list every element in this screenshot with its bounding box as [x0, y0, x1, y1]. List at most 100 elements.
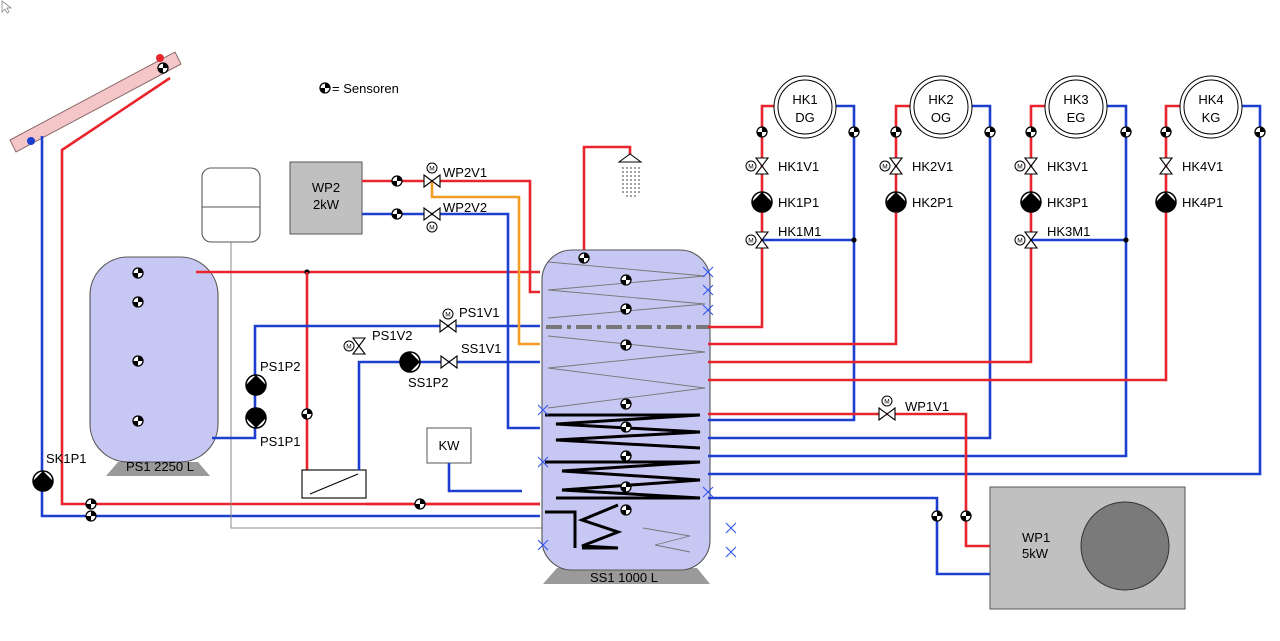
wp1-valve-icon: [878, 407, 896, 421]
hk2-pump-icon: [885, 191, 907, 213]
ss1-sensor-4-icon: [620, 398, 632, 410]
ss1-top-sensor-icon: [578, 252, 590, 264]
sensor-legend-text: = Sensoren: [332, 81, 399, 96]
wp2-supply-sensor-icon: [391, 175, 403, 187]
hk3-name: HK3: [1063, 92, 1088, 107]
ss1-sensor-1-icon: [620, 274, 632, 286]
hk4-pump-icon: [1155, 191, 1177, 213]
hk1-valve-motor-icon: [745, 160, 757, 172]
hk1-pump-label: HK1P1: [778, 195, 819, 210]
mouse-cursor-icon: [1, 0, 13, 14]
hk2-valve-icon: [889, 157, 903, 175]
ps1-sensor-2-icon: [132, 296, 144, 308]
wp2-valve-1-motor-icon: [426, 162, 438, 174]
ss1-sensor-8-icon: [620, 504, 632, 516]
hk3-gauge: [1044, 75, 1108, 139]
ss1-valve-label: SS1V1: [461, 341, 501, 356]
shower-icon: [617, 153, 643, 197]
hk3-valve-icon: [1024, 157, 1038, 175]
ss1-valve-icon: [440, 355, 458, 369]
ps1-valve-2-motor-icon: [343, 340, 355, 352]
hk1-floor: DG: [795, 110, 815, 125]
hk4-valve-icon: [1159, 157, 1173, 175]
hk4-name: HK4: [1198, 92, 1223, 107]
hk3-mixer-motor-icon: [1014, 234, 1026, 246]
ps1-pump-2-label: PS1P2: [260, 359, 300, 374]
hk1-supply-sensor-icon: [756, 126, 768, 138]
ss1-sensor-7-icon: [620, 481, 632, 493]
wp1-valve-motor-icon: [881, 395, 893, 407]
ps1-valve-1-motor-icon: [442, 308, 454, 320]
ss1-sensor-2-icon: [620, 303, 632, 315]
wp2-valve-2-label: WP2V2: [443, 200, 487, 215]
hk2-name: HK2: [928, 92, 953, 107]
ps1-sensor-1-icon: [132, 267, 144, 279]
collector-supply-sensor-icon: [85, 498, 97, 510]
hk1-name: HK1: [792, 92, 817, 107]
wp2-valve-2-motor-icon: [426, 221, 438, 233]
hk2-valve-motor-icon: [879, 160, 891, 172]
wp1-name: WP1: [1022, 530, 1050, 545]
ps1-branch-sensor-icon: [301, 408, 313, 420]
ps1-sensor-3-icon: [132, 355, 144, 367]
hk4-return-sensor-icon: [1254, 126, 1266, 138]
wp2-valve-1-label: WP2V1: [443, 165, 487, 180]
hk1-gauge: [773, 75, 837, 139]
ps1-valve-1-label: PS1V1: [459, 305, 499, 320]
wp2-power: 2kW: [313, 197, 340, 212]
ss1-sensor-5-icon: [620, 421, 632, 433]
hk2-gauge: [909, 75, 973, 139]
hk4-supply-sensor-icon: [1160, 126, 1172, 138]
hk1-valve-label: HK1V1: [778, 159, 819, 174]
hk3-valve-label: HK3V1: [1047, 159, 1088, 174]
wp1-valve-label: WP1V1: [905, 399, 949, 414]
hk3-valve-motor-icon: [1014, 160, 1026, 172]
ps1-tank: [89, 256, 219, 476]
wp1-power: 5kW: [1022, 546, 1049, 561]
ss1-pump-label: SS1P2: [408, 375, 448, 390]
cold-water-label: KW: [439, 438, 461, 453]
ps1-pump-1-icon: [245, 407, 267, 429]
ps1-valve-2-icon: [352, 337, 366, 355]
wp2-unit: [289, 161, 363, 235]
collector-pump-label: SK1P1: [46, 451, 86, 466]
hk1-mixer-label: HK1M1: [778, 224, 821, 239]
hk1-valve-icon: [755, 157, 769, 175]
exchanger-sensor-icon: [414, 498, 426, 510]
wp1-unit: [989, 486, 1186, 610]
hk3-mixer-label: HK3M1: [1047, 224, 1090, 239]
ss1-label: SS1 1000 L: [590, 570, 658, 585]
hk3-supply-sensor-icon: [1025, 126, 1037, 138]
wp1-return-sensor-icon: [931, 510, 943, 522]
hk2-supply-sensor-icon: [890, 126, 902, 138]
expansion-vessel: [201, 167, 543, 529]
hk4-floor: KG: [1202, 110, 1221, 125]
ss1-sensor-3-icon: [620, 339, 632, 351]
ss1-sensor-6-icon: [620, 450, 632, 462]
hk3-floor: EG: [1067, 110, 1086, 125]
hk2-return-sensor-icon: [984, 126, 996, 138]
hk3-return-sensor-icon: [1120, 126, 1132, 138]
heat-exchanger: [301, 469, 367, 499]
wp2-valve-2-icon: [423, 207, 441, 221]
collector-return-sensor-icon: [85, 510, 97, 522]
hk2-valve-label: HK2V1: [912, 159, 953, 174]
ps1-sensor-4-icon: [132, 415, 144, 427]
solar-collector: [9, 51, 182, 153]
ps1-pump-2-icon: [245, 374, 267, 396]
wp2-return-sensor-icon: [391, 208, 403, 220]
collector-sensor-icon: [157, 62, 169, 74]
hk1-mixer-motor-icon: [745, 234, 757, 246]
ps1-pump-1-label: PS1P1: [260, 434, 300, 449]
hk2-floor: OG: [931, 110, 951, 125]
collector-pump-icon: [32, 470, 54, 492]
hk3-pump-label: HK3P1: [1047, 195, 1088, 210]
ss1-tank: [537, 249, 737, 584]
hk4-gauge: [1179, 75, 1243, 139]
sensor-legend-icon: [319, 82, 331, 94]
wp2-name: WP2: [312, 180, 340, 195]
cold-water-box: [426, 427, 472, 464]
hk3-pump-icon: [1020, 191, 1042, 213]
ps1-valve-1-icon: [439, 319, 457, 333]
